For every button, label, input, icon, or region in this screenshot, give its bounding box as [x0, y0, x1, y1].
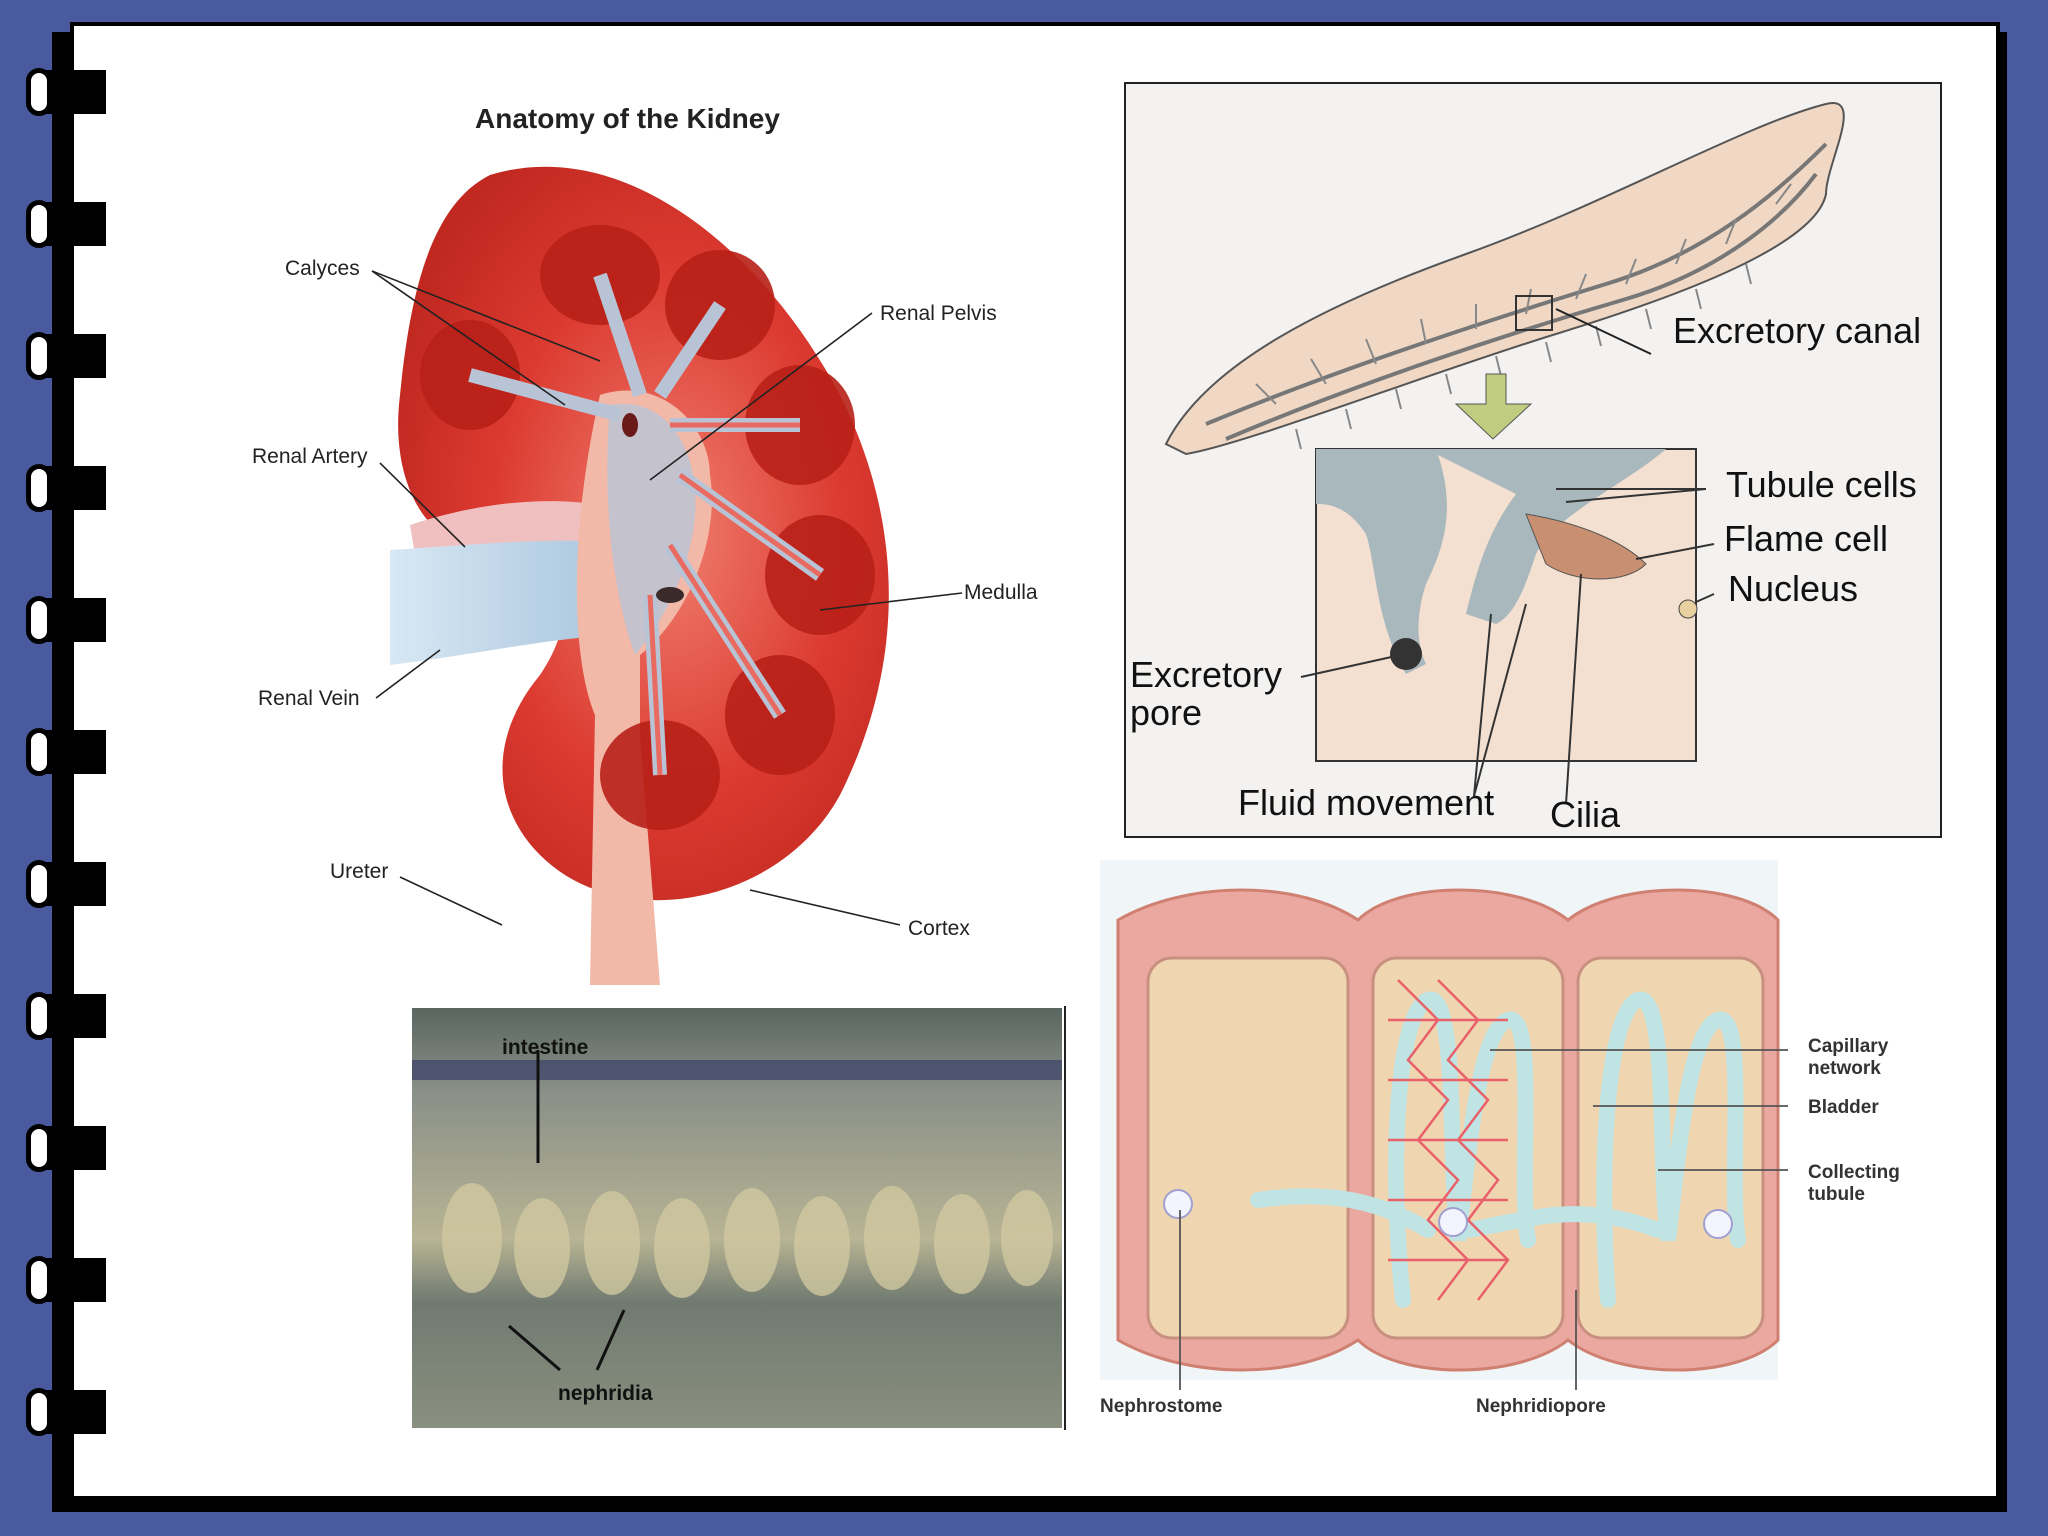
label-nucleus: Nucleus	[1728, 568, 1859, 609]
label-nephridiopore: Nephridiopore	[1476, 1396, 1606, 1417]
label-collecting-line2: tubule	[1808, 1184, 1865, 1205]
label-ureter: Ureter	[330, 860, 389, 883]
earthworm-photo: intestine nephridia	[412, 1008, 1062, 1428]
label-renal-pelvis: Renal Pelvis	[880, 302, 997, 325]
binder-ring	[26, 860, 106, 908]
label-nephrostome: Nephrostome	[1100, 1396, 1223, 1417]
label-calyces: Calyces	[285, 257, 360, 280]
kidney-diagram: Anatomy of the Kidney Calyces Renal Pelv…	[240, 95, 1070, 985]
binder-ring	[26, 596, 106, 644]
label-excretory-canal: Excretory canal	[1673, 310, 1922, 351]
label-bladder: Bladder	[1808, 1097, 1879, 1118]
binder-ring	[26, 1388, 106, 1436]
label-fluid-movement: Fluid movement	[1238, 782, 1495, 823]
label-renal-artery: Renal Artery	[252, 445, 368, 468]
label-nephridia: nephridia	[558, 1382, 653, 1405]
flatworm-diagram: Excretory canal Tubule cells Flame cell …	[1124, 82, 1942, 838]
binder-ring	[26, 1124, 106, 1172]
binder-ring	[26, 728, 106, 776]
label-capillary-line2: network	[1808, 1058, 1881, 1079]
binder-ring	[26, 1256, 106, 1304]
label-renal-vein: Renal Vein	[258, 687, 360, 710]
kidney-title: Anatomy of the Kidney	[475, 103, 780, 134]
binder-ring	[26, 68, 106, 116]
binder-ring	[26, 200, 106, 248]
photo-divider	[1064, 1006, 1066, 1430]
label-collecting-line1: Collecting	[1808, 1162, 1900, 1183]
label-flame-cell: Flame cell	[1724, 518, 1889, 559]
label-excretory-pore-line1: Excretory	[1130, 654, 1283, 695]
label-excretory-pore-line2: pore	[1130, 692, 1203, 733]
label-tubule-cells: Tubule cells	[1726, 464, 1917, 505]
label-capillary-line1: Capillary	[1808, 1036, 1889, 1057]
binder-ring	[26, 332, 106, 380]
binder-ring	[26, 992, 106, 1040]
label-intestine: intestine	[502, 1036, 589, 1059]
label-medulla: Medulla	[964, 581, 1038, 604]
label-cortex: Cortex	[908, 917, 970, 940]
renal-vein-shape	[390, 540, 620, 665]
binder-ring	[26, 464, 106, 512]
flatworm-body	[1164, 102, 1845, 456]
nephridium-diagram: Capillary network Bladder Collecting tub…	[1098, 860, 1936, 1430]
flame-cell	[1525, 513, 1647, 580]
label-cilia: Cilia	[1550, 794, 1621, 835]
